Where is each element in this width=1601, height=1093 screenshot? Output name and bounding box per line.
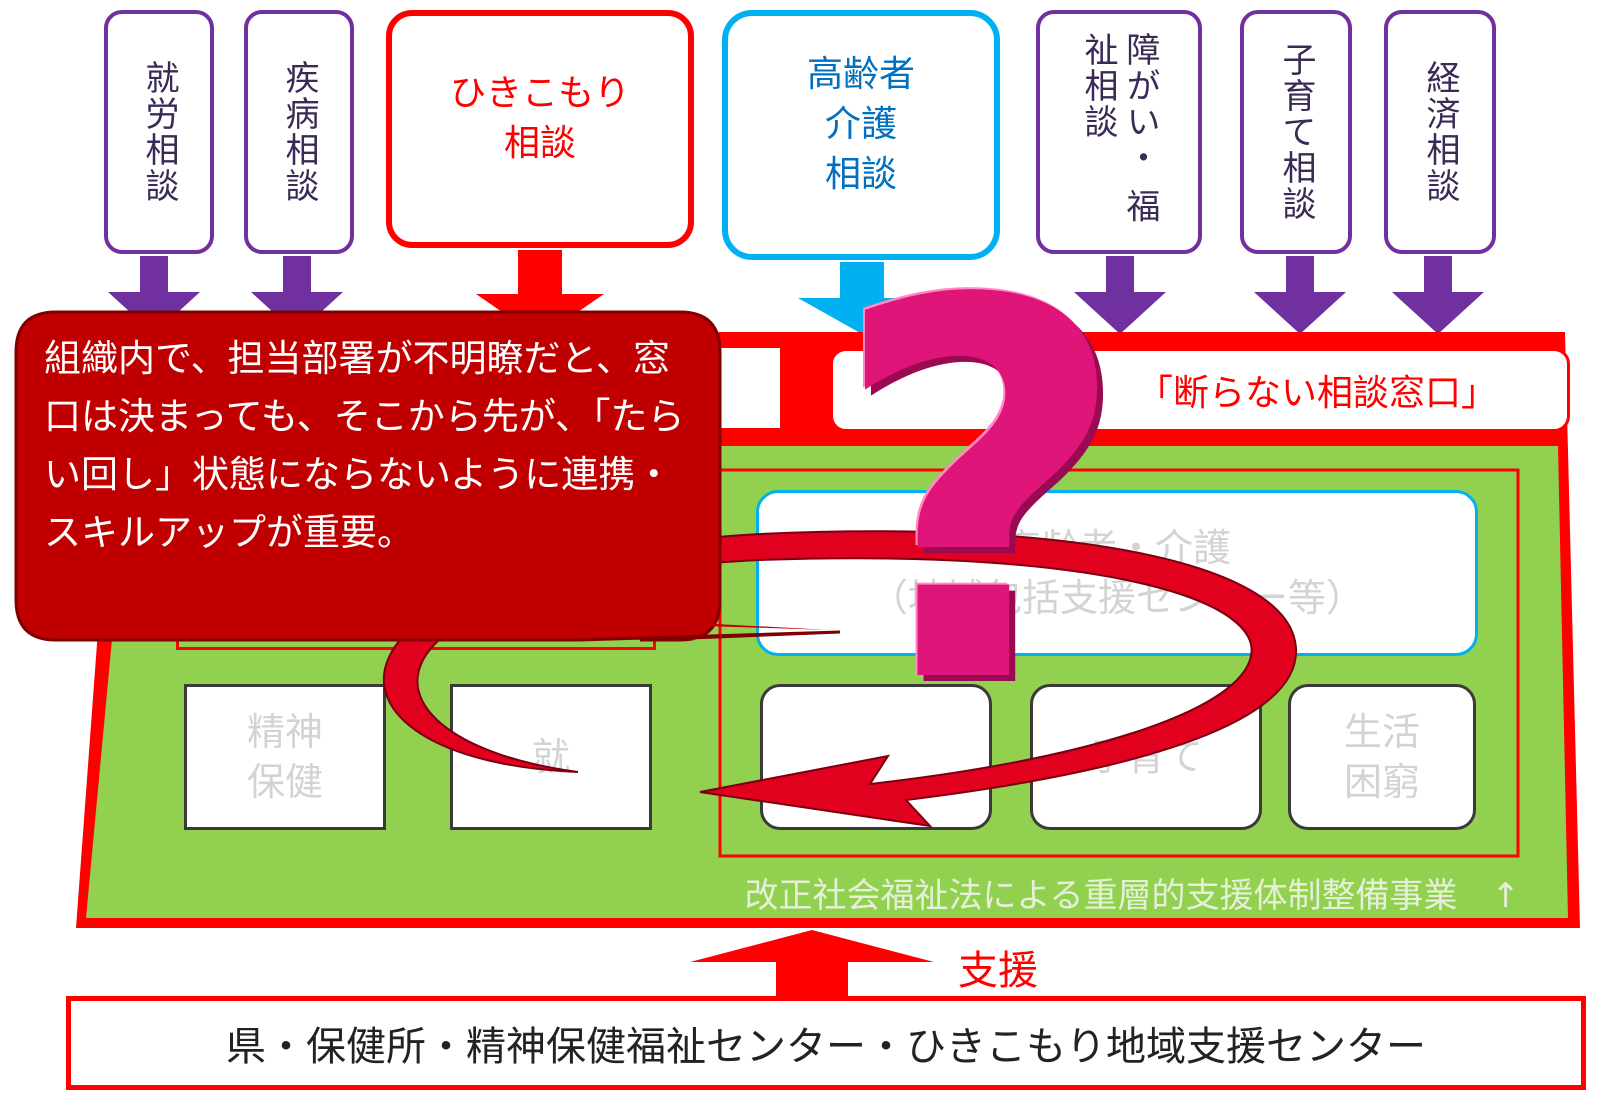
category-label: 就労相談 xyxy=(139,60,179,204)
up-arrow-icon xyxy=(690,930,934,996)
category-label: 疾病相談 xyxy=(279,60,319,204)
down-arrow-icon xyxy=(1392,256,1484,334)
category-label: 高齢者 介護 相談 xyxy=(806,54,915,195)
callout-bubble xyxy=(14,310,841,642)
down-arrow-icon xyxy=(251,256,343,334)
category-label: 経済相談 xyxy=(1420,60,1460,204)
category-shogai: 障がい・ 福祉相談 xyxy=(1036,10,1202,254)
down-arrow-icon xyxy=(798,262,926,334)
support-label: 支援 xyxy=(958,948,1038,994)
panel-caption: 改正社会福祉法による重層的支援体制整備事業 ↑ xyxy=(744,876,1520,916)
down-arrow-icon xyxy=(1074,256,1166,334)
category-label: 子育て相談 xyxy=(1276,42,1316,222)
category-hikikomori: ひきこもり 相談 xyxy=(386,10,694,248)
category-label: 障がい・ 福祉相談 xyxy=(1078,32,1160,225)
down-arrow-icon xyxy=(1254,256,1346,334)
category-shippei: 疾病相談 xyxy=(244,10,354,254)
bottom-organizations: 県・保健所・精神保健福祉センター・ひきこもり地域支援センター xyxy=(66,996,1586,1090)
down-arrow-icon xyxy=(108,256,200,334)
question-mark-icon: ? xyxy=(829,192,1131,798)
category-kosodate: 子育て相談 xyxy=(1240,10,1352,254)
box-seishin: 精神 保健 xyxy=(184,684,386,830)
callout-text: 組織内で、担当部署が不明瞭だと、窓口は決まっても、そこから先が、「たらい回し」状… xyxy=(44,337,685,554)
box-seikatsu: 生活 困窮 xyxy=(1288,684,1476,830)
category-keizai: 経済相談 xyxy=(1384,10,1496,254)
category-label: ひきこもり 相談 xyxy=(449,73,630,164)
support-arrow xyxy=(690,930,934,996)
category-shuro: 就労相談 xyxy=(104,10,214,254)
window-heading-right: 「断らない相談窓口」 xyxy=(830,348,1570,432)
category-koreisha: 高齢者 介護 相談 xyxy=(722,10,1000,260)
